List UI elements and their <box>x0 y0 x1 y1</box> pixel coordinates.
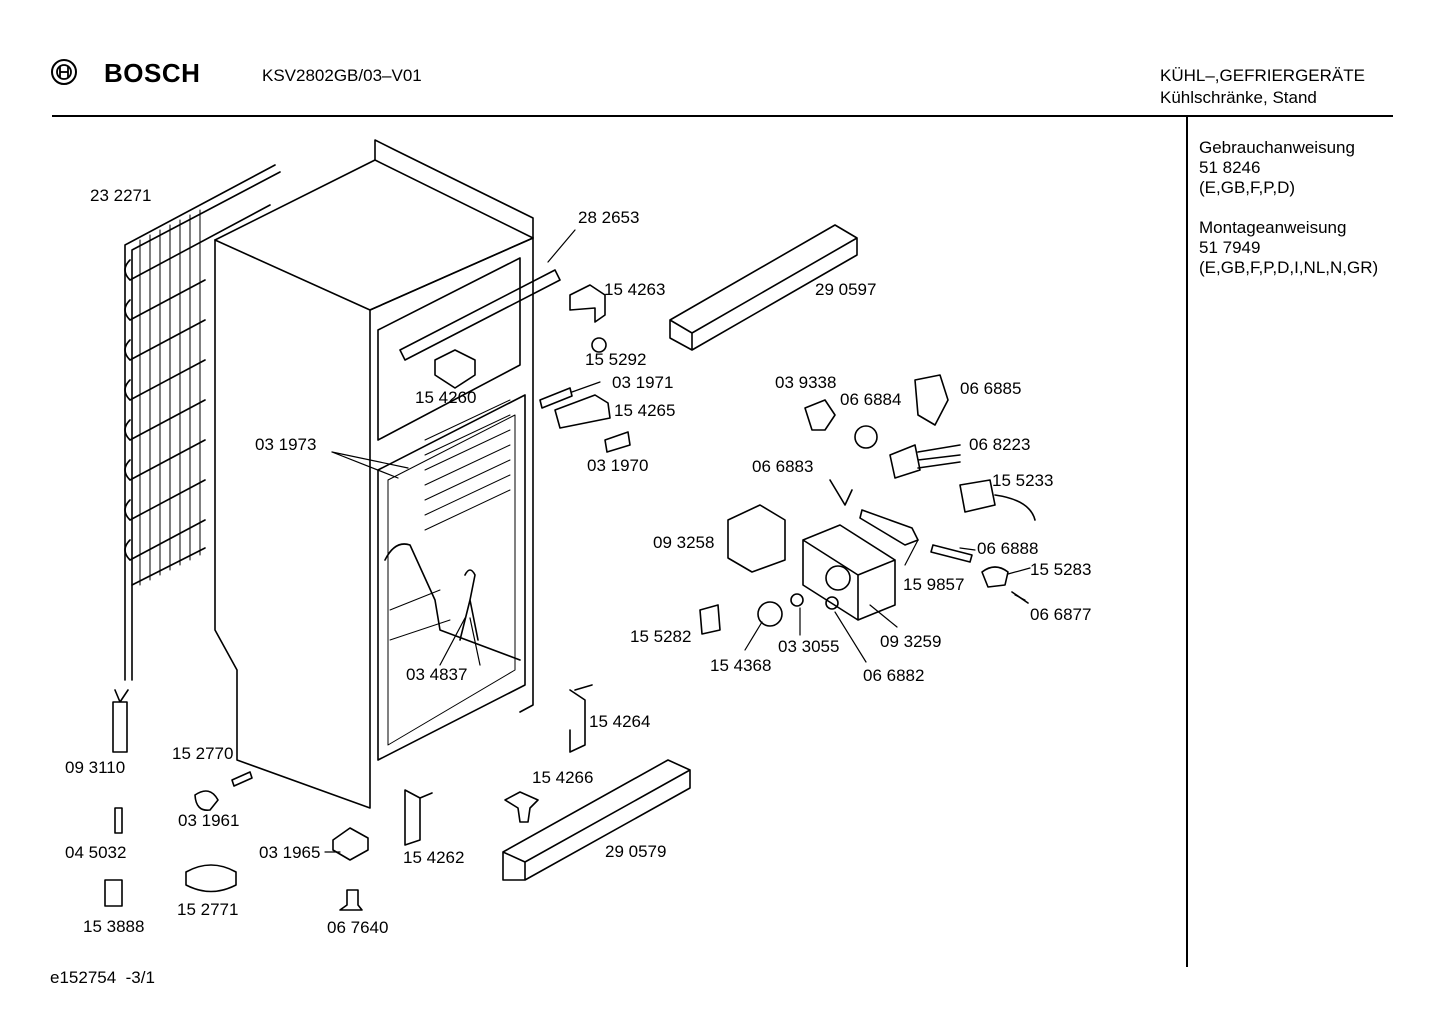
sidebar-divider <box>1186 117 1188 967</box>
doc-title-installation: Montageanweisung <box>1199 218 1347 237</box>
thermostat-bracket <box>859 509 919 546</box>
bosch-armature-logo-icon <box>51 59 77 85</box>
thermostat-housing <box>802 524 896 621</box>
brand-name: BOSCH <box>104 58 201 88</box>
lamp-ring <box>854 425 878 449</box>
foot-bracket <box>332 827 369 861</box>
part-label: 15 4263 <box>604 280 666 299</box>
doc-number-installation: 51 7949 <box>1199 238 1261 257</box>
footer-code: e152754 <box>50 968 117 987</box>
roller <box>194 790 219 812</box>
part-label: 15 3888 <box>83 917 145 936</box>
part-label: 03 1965 <box>259 843 321 862</box>
part-label: 15 4266 <box>532 768 594 787</box>
thermostat <box>959 479 1036 521</box>
hinge-bottom <box>404 789 433 846</box>
part-label: 15 2771 <box>177 900 239 919</box>
part-label: 06 6882 <box>863 666 925 685</box>
part-label: 15 5282 <box>630 627 692 646</box>
part-label: 15 2770 <box>172 744 234 763</box>
part-label: 03 9338 <box>775 373 837 392</box>
doc-title-user-manual: Gebrauchanweisung <box>1199 138 1355 157</box>
footer-reference: e152754 -3/1 <box>50 968 155 988</box>
wire-clip <box>829 479 853 506</box>
thermostat-knob-shaft <box>825 565 851 591</box>
part-label: 03 1971 <box>612 373 674 392</box>
part-label: 15 4262 <box>403 848 465 867</box>
part-label: 09 3110 <box>65 758 126 777</box>
header-divider <box>52 115 1393 117</box>
part-label: 06 8223 <box>969 435 1031 454</box>
drain-pipe-tip <box>114 807 123 834</box>
part-label: 15 4368 <box>710 656 772 675</box>
condenser-coil <box>124 164 281 681</box>
refrigerator-cabinet <box>214 139 561 809</box>
thermostat-cover <box>727 504 786 573</box>
part-label: 09 3258 <box>653 533 715 552</box>
part-label: 03 3055 <box>778 637 840 656</box>
switch-module <box>699 604 721 635</box>
part-label: 15 9857 <box>903 575 965 594</box>
footer-page: -3/1 <box>125 968 155 987</box>
part-label: 28 2653 <box>578 208 640 227</box>
leveling-foot <box>339 889 363 911</box>
knob <box>757 601 783 627</box>
knob-spring <box>825 596 839 610</box>
hinge-middle <box>554 394 611 429</box>
part-label: 29 0597 <box>815 280 877 299</box>
part-label: 03 1970 <box>587 456 649 475</box>
lamp-cap <box>981 566 1009 588</box>
part-label: 15 5233 <box>992 471 1054 490</box>
door-trim-top <box>669 224 858 351</box>
hinge-lower <box>569 684 593 753</box>
part-label: 06 6885 <box>960 379 1022 398</box>
part-label: 15 4265 <box>614 401 676 420</box>
part-label: 23 2271 <box>90 186 152 205</box>
part-label: 06 7640 <box>327 918 389 937</box>
part-label: 06 6884 <box>840 390 902 409</box>
part-label: 03 4837 <box>406 665 468 684</box>
part-label: 15 5283 <box>1030 560 1092 579</box>
knob-insert <box>790 593 804 607</box>
category-subtitle: Kühlschränke, Stand <box>1160 88 1317 107</box>
lamp-cover <box>914 374 949 426</box>
sensor-lead <box>459 569 479 641</box>
part-label: 09 3259 <box>880 632 942 651</box>
bracket-top <box>434 349 476 389</box>
exploded-parts-diagram <box>104 139 1036 911</box>
bushing <box>591 337 607 353</box>
doc-number-user-manual: 51 8246 <box>1199 158 1261 177</box>
door-stop-pin <box>504 791 539 823</box>
doc-languages-installation: (E,GB,F,P,D,I,NL,N,GR) <box>1199 258 1379 277</box>
lamp-holder <box>804 399 836 431</box>
part-label: 06 6877 <box>1030 605 1092 624</box>
caster-wheel <box>185 864 237 893</box>
part-label: 15 5292 <box>585 350 647 369</box>
model-number: KSV2802GB/03–V01 <box>262 66 422 85</box>
part-label: 03 1973 <box>255 435 317 454</box>
part-label: 15 4260 <box>415 388 477 407</box>
part-label: 03 1961 <box>178 811 240 830</box>
category-title: KÜHL–,GEFRIERGERÄTE <box>1160 66 1365 85</box>
part-label: 04 5032 <box>65 843 127 862</box>
door-switch <box>889 444 961 479</box>
door-stop-plate <box>539 387 573 409</box>
part-label: 06 6883 <box>752 457 814 476</box>
filter-dryer <box>112 689 129 753</box>
part-label: 29 0579 <box>605 842 667 861</box>
hinge-upper <box>569 284 606 323</box>
doc-languages-user-manual: (E,GB,F,P,D) <box>1199 178 1296 197</box>
part-label: 06 6888 <box>977 539 1039 558</box>
drain-plug <box>104 879 123 907</box>
rod-heater <box>930 544 973 563</box>
part-label: 15 4264 <box>589 712 651 731</box>
door-trim-bottom <box>502 759 691 881</box>
roller-pin <box>231 771 253 787</box>
shim <box>604 431 631 453</box>
